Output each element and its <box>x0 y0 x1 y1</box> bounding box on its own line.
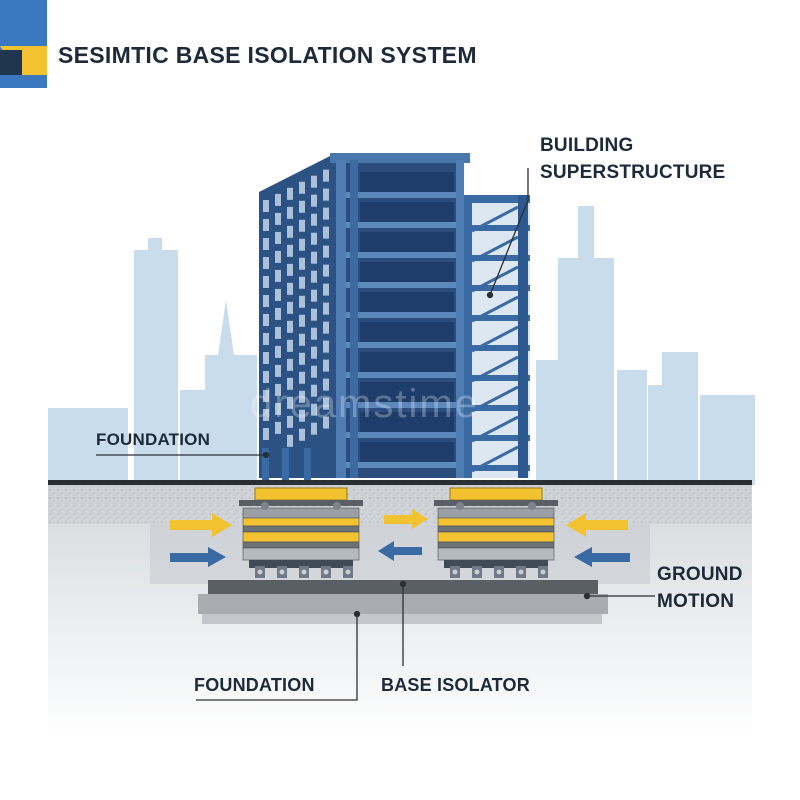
building-superstructure-label: BUILDING SUPERSTRUCTURE <box>540 132 725 186</box>
building-label-line1: BUILDING <box>540 132 725 159</box>
watermark-text: dreamstime <box>250 382 479 427</box>
ground-label-line2: MOTION <box>657 588 743 615</box>
base-isolator-label: BASE ISOLATOR <box>381 675 530 696</box>
base-isolator-right <box>434 488 558 578</box>
ground-label-line1: GROUND <box>657 561 743 588</box>
building-superstructure <box>259 153 530 480</box>
corner-logo-icon <box>0 0 47 88</box>
page-title: SESIMTIC BASE ISOLATION SYSTEM <box>58 42 477 69</box>
building-label-line2: SUPERSTRUCTURE <box>540 159 725 186</box>
foundation-top-label: FOUNDATION <box>96 430 210 450</box>
foundation-bottom-label: FOUNDATION <box>194 675 315 696</box>
ground-motion-label: GROUND MOTION <box>657 561 743 615</box>
base-isolator-left <box>239 488 363 578</box>
